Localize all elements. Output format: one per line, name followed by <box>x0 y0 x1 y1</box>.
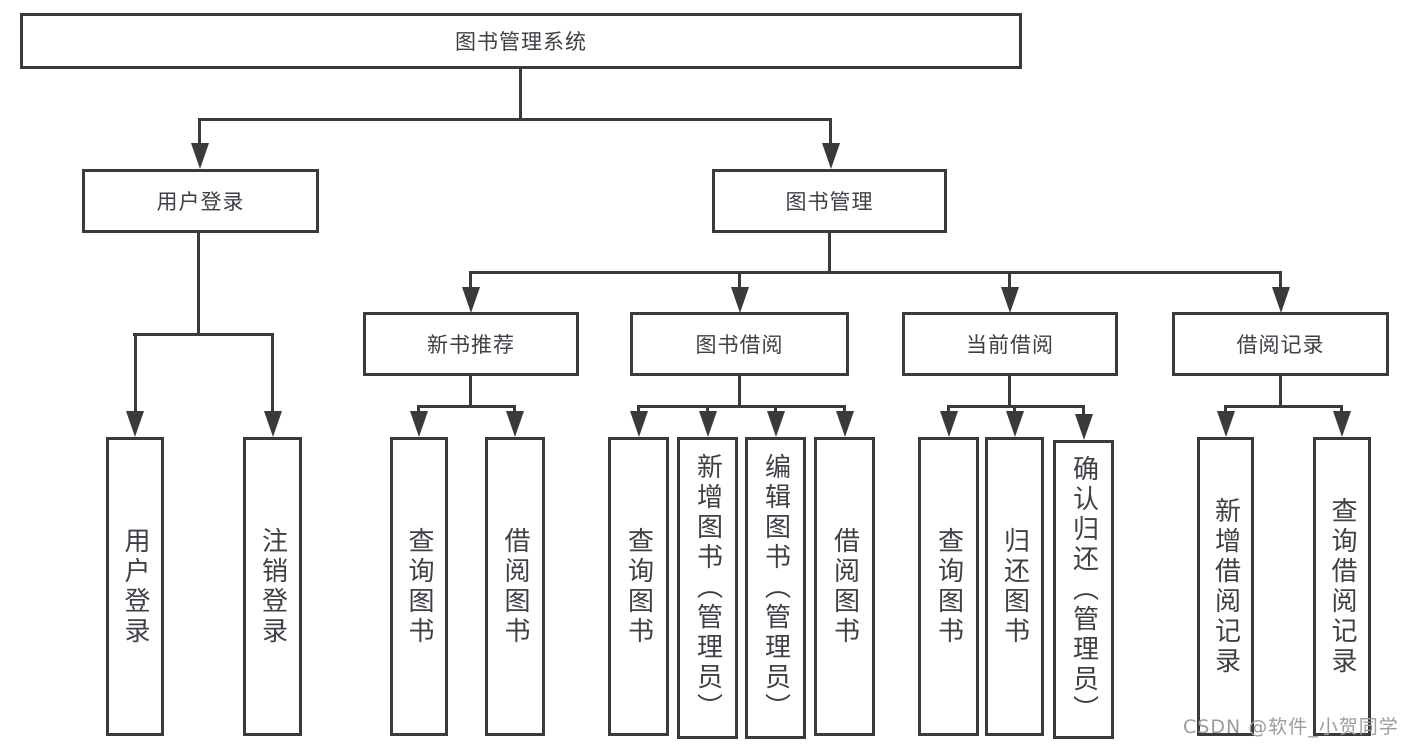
connector-line <box>198 118 832 121</box>
connector-line <box>519 69 522 119</box>
connector-line <box>843 405 846 415</box>
leaf-confirm-return-admin-label: 确认归还（管理员） <box>1068 454 1099 725</box>
connector-line <box>829 118 832 146</box>
arrow-down-icon <box>462 287 480 313</box>
node-book-management: 图书管理 <box>712 169 947 233</box>
node-user-login: 用户登录 <box>82 169 319 233</box>
leaf-current-query-books-label: 查询图书 <box>933 526 964 647</box>
connector-line <box>1008 376 1011 407</box>
connector-line <box>1340 405 1343 415</box>
connector-line <box>774 405 777 415</box>
arrow-down-icon <box>1217 411 1235 437</box>
node-borrowing-records: 借阅记录 <box>1172 312 1389 376</box>
node-current-borrowing-label: 当前借阅 <box>966 333 1054 357</box>
arrow-down-icon <box>940 411 958 437</box>
connector-line <box>637 405 845 408</box>
node-book-borrowing-label: 图书借阅 <box>695 333 784 357</box>
leaf-add-borrow-record-label: 新增借阅记录 <box>1210 496 1241 677</box>
leaf-return-books-label: 归还图书 <box>999 526 1030 647</box>
leaf-recommend-borrow-books-label: 借阅图书 <box>500 526 530 647</box>
leaf-add-borrow-record: 新增借阅记录 <box>1197 437 1254 736</box>
connector-line <box>133 333 273 336</box>
leaf-borrow-books-label: 借阅图书 <box>829 526 860 647</box>
node-new-book-recommend-label: 新书推荐 <box>427 333 515 357</box>
arrow-down-icon <box>699 411 717 437</box>
leaf-recommend-query-books: 查询图书 <box>390 437 448 736</box>
leaf-logout: 注销登录 <box>243 437 302 736</box>
connector-line <box>1224 405 1227 415</box>
leaf-add-books-admin: 新增图书（管理员） <box>677 437 738 739</box>
leaf-current-query-books: 查询图书 <box>918 437 979 736</box>
connector-line <box>1279 271 1282 292</box>
arrow-down-icon <box>191 143 209 169</box>
leaf-logout-label: 注销登录 <box>257 526 288 647</box>
arrow-down-icon <box>506 411 524 437</box>
node-root: 图书管理系统 <box>20 13 1022 69</box>
connector-line <box>1082 405 1085 418</box>
connector-line <box>469 376 472 407</box>
leaf-query-borrow-record-label: 查询借阅记录 <box>1327 496 1357 677</box>
arrow-down-icon <box>264 411 282 437</box>
arrow-down-icon <box>1272 287 1290 313</box>
leaf-borrowing-query-books: 查询图书 <box>608 437 669 736</box>
connector-line <box>1224 405 1341 408</box>
arrow-down-icon <box>410 411 428 437</box>
leaf-edit-books-admin-label: 编辑图书（管理员） <box>760 453 791 723</box>
node-current-borrowing: 当前借阅 <box>902 312 1118 376</box>
leaf-user-login-label: 用户登录 <box>120 526 150 647</box>
connector-line <box>1279 376 1282 407</box>
connector-line <box>637 405 640 415</box>
leaf-recommend-borrow-books: 借阅图书 <box>485 437 545 736</box>
node-new-book-recommend: 新书推荐 <box>363 312 579 376</box>
connector-line <box>197 233 200 335</box>
connector-line <box>513 405 516 415</box>
leaf-borrowing-query-books-label: 查询图书 <box>623 526 654 647</box>
connector-line <box>417 405 516 408</box>
node-root-label: 图书管理系统 <box>455 30 587 54</box>
leaf-user-login: 用户登录 <box>106 437 164 736</box>
node-book-borrowing: 图书借阅 <box>630 312 849 376</box>
connector-line <box>469 271 472 292</box>
csdn-watermark: CSDN @软件_小贺同学 <box>1183 716 1399 738</box>
connector-line <box>198 118 201 146</box>
node-book-management-label: 图书管理 <box>785 190 874 214</box>
arrow-down-icon <box>822 143 840 169</box>
connector-line <box>134 333 137 415</box>
connector-line <box>738 376 741 407</box>
arrow-down-icon <box>1075 414 1093 440</box>
arrow-down-icon <box>836 411 854 437</box>
arrow-down-icon <box>630 411 648 437</box>
leaf-query-borrow-record: 查询借阅记录 <box>1313 437 1371 736</box>
arrow-down-icon <box>767 411 785 437</box>
connector-line <box>271 333 274 415</box>
connector-line <box>469 271 1282 274</box>
node-user-login-label: 用户登录 <box>156 190 245 214</box>
leaf-recommend-query-books-label: 查询图书 <box>404 526 434 647</box>
connector-line <box>947 405 950 415</box>
arrow-down-icon <box>1001 287 1019 313</box>
arrow-down-icon <box>1006 411 1024 437</box>
arrow-down-icon <box>731 287 749 313</box>
connector-line <box>1008 271 1011 292</box>
node-borrowing-records-label: 借阅记录 <box>1236 333 1325 357</box>
connector-line <box>1013 405 1016 415</box>
leaf-borrow-books: 借阅图书 <box>814 437 875 736</box>
connector-line <box>828 233 831 273</box>
leaf-add-books-admin-label: 新增图书（管理员） <box>692 453 723 723</box>
connector-line <box>738 271 741 292</box>
arrow-down-icon <box>1333 411 1351 437</box>
leaf-confirm-return-admin: 确认归还（管理员） <box>1053 440 1114 739</box>
leaf-edit-books-admin: 编辑图书（管理员） <box>745 437 806 739</box>
arrow-down-icon <box>126 411 144 437</box>
connector-line <box>706 405 709 415</box>
connector-line <box>417 405 420 415</box>
leaf-return-books: 归还图书 <box>985 437 1044 736</box>
